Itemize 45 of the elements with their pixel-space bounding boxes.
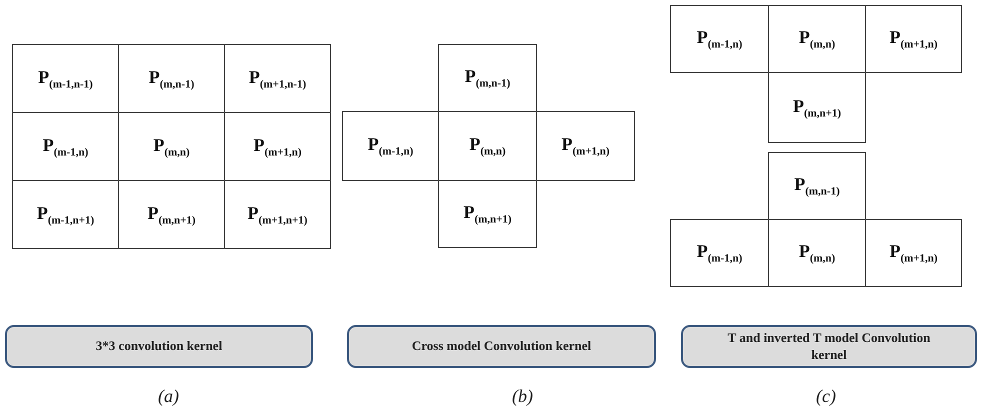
- pixel-label: P$_{(m-1,n)}$: [368, 134, 414, 158]
- pixel-label: P$_{(m+1,n+1)}$: [248, 202, 308, 226]
- pixel-label: P$_{(m,n-1)}$: [464, 66, 510, 90]
- kernel-cell: [12, 180, 119, 249]
- kernel-cell: [670, 219, 769, 287]
- kernel-cell: [224, 180, 331, 249]
- caption-box: [347, 325, 656, 368]
- caption-box: [681, 325, 977, 368]
- pixel-label: P$_{(m-1,n+1)}$: [36, 202, 94, 226]
- pixel-label: P$_{(m-1,n-1)}$: [38, 66, 93, 90]
- pixel-label: P$_{(m,n)}$: [798, 241, 836, 265]
- caption-box: [5, 325, 313, 368]
- pixel-label: P$_{(m,n)}$: [798, 27, 836, 51]
- panel-label: (a): [158, 386, 179, 407]
- caption-text: Cross model Convolution kernel: [412, 338, 592, 355]
- pixel-label: P$_{(m,n+1)}$: [147, 202, 196, 226]
- pixel-label: P$_{(m,n-1)}$: [794, 174, 840, 198]
- caption-text: 3*3 convolution kernel: [96, 338, 222, 355]
- pixel-label: P$_{(m-1,n)}$: [696, 241, 742, 265]
- panel-label: (b): [512, 386, 533, 407]
- pixel-label: P$_{(m+1,n-1)}$: [248, 66, 306, 90]
- pixel-label: P$_{(m-1,n)}$: [696, 27, 742, 51]
- kernel-cell: [768, 152, 866, 220]
- kernel-cell: [12, 44, 119, 113]
- pixel-label: P$_{(m+1,n)}$: [253, 134, 302, 158]
- caption-text: T and inverted T model Convolution kernel: [726, 330, 932, 363]
- pixel-label: P$_{(m,n+1)}$: [463, 202, 512, 226]
- pixel-label: P$_{(m,n)}$: [469, 134, 506, 158]
- kernel-cell: [342, 111, 439, 181]
- kernel-cell: [670, 5, 769, 73]
- kernel-cell: [768, 72, 866, 143]
- pixel-label: P$_{(m-1,n)}$: [42, 134, 88, 158]
- kernel-cell: [224, 44, 331, 113]
- pixel-label: P$_{(m+1,n)}$: [561, 134, 610, 158]
- kernel-cell: [536, 111, 635, 181]
- kernel-cell: [438, 44, 537, 112]
- pixel-label: P$_{(m+1,n)}$: [889, 27, 938, 51]
- pixel-label: P$_{(m+1,n)}$: [889, 241, 938, 265]
- kernel-cell: [438, 180, 537, 248]
- panel-label: (c): [816, 386, 836, 407]
- kernel-cell: [865, 219, 962, 287]
- pixel-label: P$_{(m,n-1)}$: [148, 66, 194, 90]
- kernel-cell: [865, 5, 962, 73]
- pixel-label: P$_{(m,n)}$: [153, 134, 190, 158]
- pixel-label: P$_{(m,n+1)}$: [792, 96, 842, 120]
